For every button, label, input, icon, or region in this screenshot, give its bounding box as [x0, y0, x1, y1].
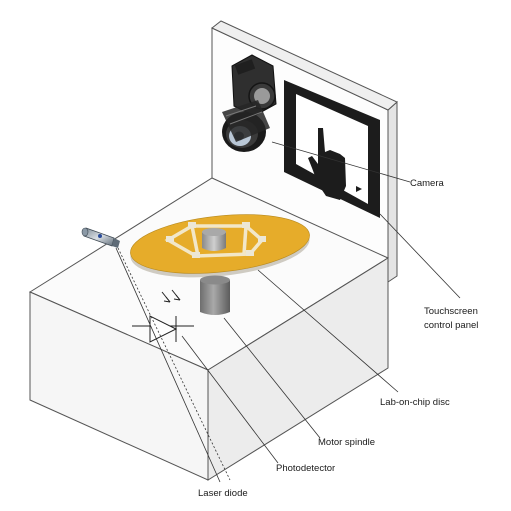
label-laser-diode: Laser diode: [198, 488, 248, 499]
label-touchscreen-line2: control panel: [424, 320, 478, 331]
label-touchscreen-line1: Touchscreen: [424, 306, 478, 317]
leader-lines: [115, 141, 461, 483]
lab-on-chip-disc: [130, 214, 310, 278]
laser-beam: [117, 247, 231, 481]
laser-pointer-icon: [81, 227, 120, 248]
label-photodetector: Photodetector: [276, 463, 335, 474]
photodiode-symbol-icon: [132, 289, 194, 343]
label-camera: Camera: [410, 178, 445, 189]
touchscreen-hand-icon: [284, 80, 380, 218]
camera-icon: [222, 54, 277, 152]
label-lab-on-chip-disc: Lab-on-chip disc: [380, 397, 450, 408]
motor-spindle: [200, 275, 230, 315]
label-motor-spindle: Motor spindle: [318, 437, 375, 448]
